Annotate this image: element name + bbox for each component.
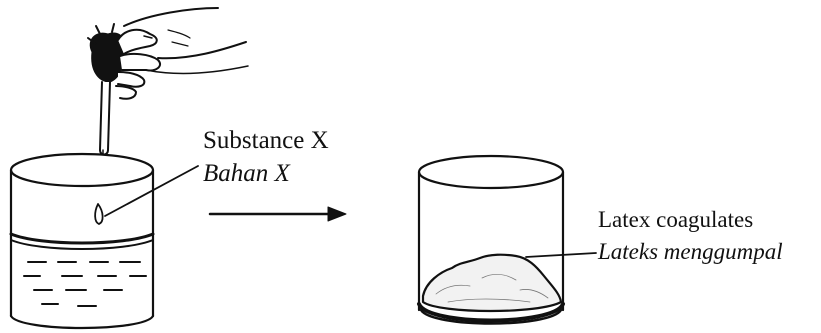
latex-leader-line	[525, 252, 597, 258]
substance-leader-line	[104, 165, 199, 217]
bahan-x-label: Bahan X	[203, 160, 290, 187]
right-arrow-icon	[208, 206, 347, 222]
lateks-menggumpal-label: Lateks menggumpal	[598, 239, 783, 264]
hand-with-dropper-icon	[87, 7, 249, 161]
substance-x-label: Substance X	[203, 127, 329, 154]
latex-coagulates-label: Latex coagulates	[598, 207, 754, 232]
beaker-with-coagulated-latex-icon	[417, 154, 565, 325]
beaker-with-latex-icon	[9, 152, 155, 330]
